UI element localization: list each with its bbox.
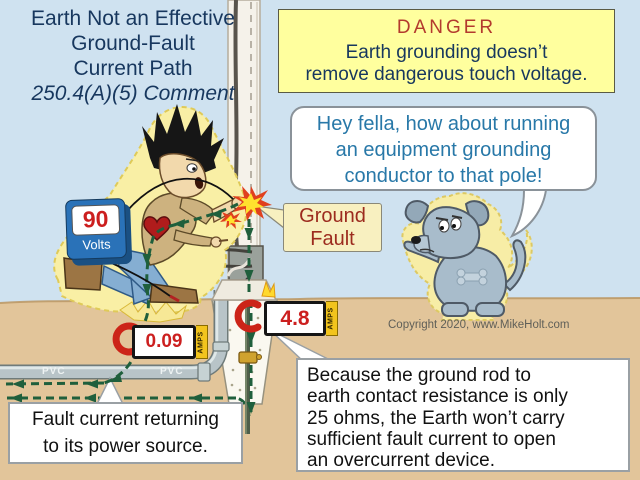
danger-heading: DANGER [396, 17, 497, 38]
title-line: Earth Not an Effective [31, 7, 235, 30]
dog-figure [401, 192, 533, 321]
speech-bubble-tail [509, 189, 548, 239]
boot-front [149, 283, 199, 304]
earth-return-arrowheads [10, 379, 202, 403]
dog-nose [411, 236, 421, 244]
voltmeter-unit: Volts [82, 236, 111, 253]
title-line: Current Path [73, 57, 193, 80]
danger-text-line: Earth grounding doesn’t [345, 42, 548, 63]
clamp-meter-jaws [112, 299, 262, 356]
fault-return-callout-box: Fault current returning to its power sou… [8, 402, 243, 464]
copyright-notice: Copyright 2020, www.MikeHolt.com [388, 319, 570, 331]
danger-note-box: DANGER Earth grounding doesn’t remove da… [278, 9, 615, 93]
dog-foot [441, 302, 469, 317]
explanation-line: an overcurrent device. [307, 450, 495, 472]
voltmeter: 90 Volts [64, 197, 128, 261]
rod-clamp-meter-reading: 4.8 [264, 301, 326, 336]
shirt-sleeve [179, 197, 216, 225]
ground-fault-sparks [220, 186, 272, 229]
earth-clamp-meter: 0.09 AMPS [132, 325, 208, 359]
eye [186, 163, 198, 173]
danger-text-line: remove dangerous touch voltage. [305, 64, 588, 85]
ground-fault-label: Ground Fault [283, 203, 382, 252]
explanation-line: sufficient fault current to open [307, 428, 556, 450]
ground-fault-label-line: Fault [310, 228, 355, 250]
fault-return-line: Fault current returning [32, 409, 219, 430]
speech-line: Hey fella, how about running [316, 113, 571, 135]
speech-line: conductor to that pole! [344, 165, 543, 187]
pole-handhole-box [228, 245, 264, 281]
speech-line: an equipment grounding [335, 139, 552, 161]
explanation-line: earth contact resistance is only [307, 386, 568, 408]
ground-rod [238, 300, 262, 434]
voltmeter-reading: 90 [71, 204, 121, 236]
title-code-reference: 250.4(A)(5) Comment [31, 82, 235, 105]
pole-base-flare [210, 279, 278, 301]
knee-contact-glow [119, 299, 188, 323]
conduit-coupling [197, 362, 211, 382]
dog-ear [404, 200, 430, 224]
conduit-elbow-fitting [212, 341, 230, 352]
explanation-line: 25 ohms, the Earth won’t carry [307, 407, 565, 429]
explanation-line: Because the ground rod to [307, 365, 531, 386]
dog-mouth [419, 248, 435, 253]
heart-symbol [143, 216, 171, 242]
boot-back [63, 257, 103, 291]
probe-tip [169, 294, 180, 303]
metal-pole [198, 0, 278, 301]
rod-clamp-meter-unit: AMPS [328, 307, 336, 330]
earth-clamp-meter-unit-strip: AMPS [196, 325, 208, 359]
pvc-conduit-label: PVC [42, 366, 66, 377]
diagram-title: Earth Not an Effective Ground-Fault Curr… [2, 6, 264, 106]
dog-tail [502, 239, 527, 292]
dog-speech-bubble: Hey fella, how about running an equipmen… [290, 106, 597, 191]
explanation-callout-box: Because the ground rod to earth contact … [296, 358, 630, 472]
pvc-conduit-label: PVC [160, 366, 184, 377]
pvc-conduit [0, 290, 230, 382]
earth-clamp-meter-reading: 0.09 [132, 325, 196, 359]
voltmeter-leads [96, 177, 234, 303]
pole-fault-current-arrows [244, 206, 254, 296]
earth-clamp-meter-unit: AMPS [198, 330, 206, 354]
ground-fault-label-line: Ground [299, 205, 366, 227]
rod-clamp-meter: 4.8 AMPS [264, 301, 338, 336]
dog-foot [475, 302, 505, 317]
base-glow-spark [261, 280, 276, 298]
rod-clamp-lug [238, 351, 258, 364]
rod-clamp-meter-unit-strip: AMPS [326, 301, 338, 336]
fault-return-line: to its power source. [43, 436, 208, 457]
title-line: Ground-Fault [71, 32, 195, 55]
callout-tails [94, 189, 548, 407]
pointing-hand [210, 236, 222, 248]
